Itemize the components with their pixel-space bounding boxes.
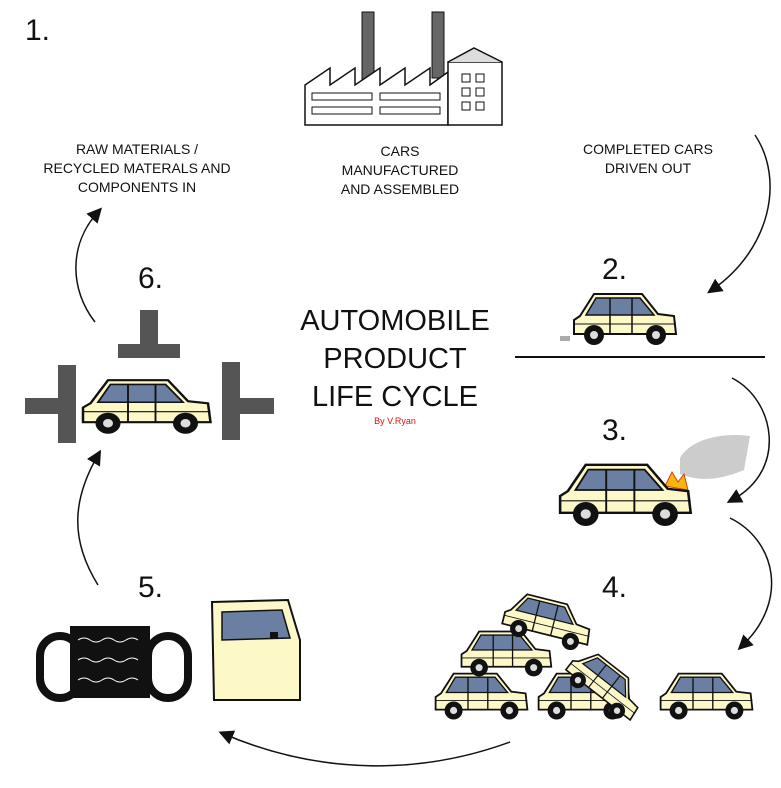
stage-number: 1. [25,14,51,47]
car-pile-icon [434,589,754,728]
raw-materials-caption: RAW MATERIALS / RECYCLED MATERALS AND CO… [43,141,231,195]
car-icon [515,293,765,358]
stage-number: 6. [138,262,164,295]
factory-icon [304,11,503,126]
stage-number: 2. [602,253,628,286]
smoking-car-icon [558,434,750,528]
diagram-title: AUTOMOBILE PRODUCT LIFE CYCLE [300,305,490,413]
author-credit: By V.Ryan [374,416,416,426]
stage-number: 5. [138,571,164,604]
tyres-icon [36,626,192,702]
manufacture-caption: CARS MANUFACTURED AND ASSEMBLED [340,143,460,197]
car-door-icon [210,598,301,701]
stage-number: 4. [602,571,628,604]
stage-number: 3. [602,414,628,447]
cycle-arrow-icon [75,134,773,767]
crusher-icon [25,310,274,443]
completed-cars-caption: COMPLETED CARS DRIVEN OUT [583,141,713,176]
